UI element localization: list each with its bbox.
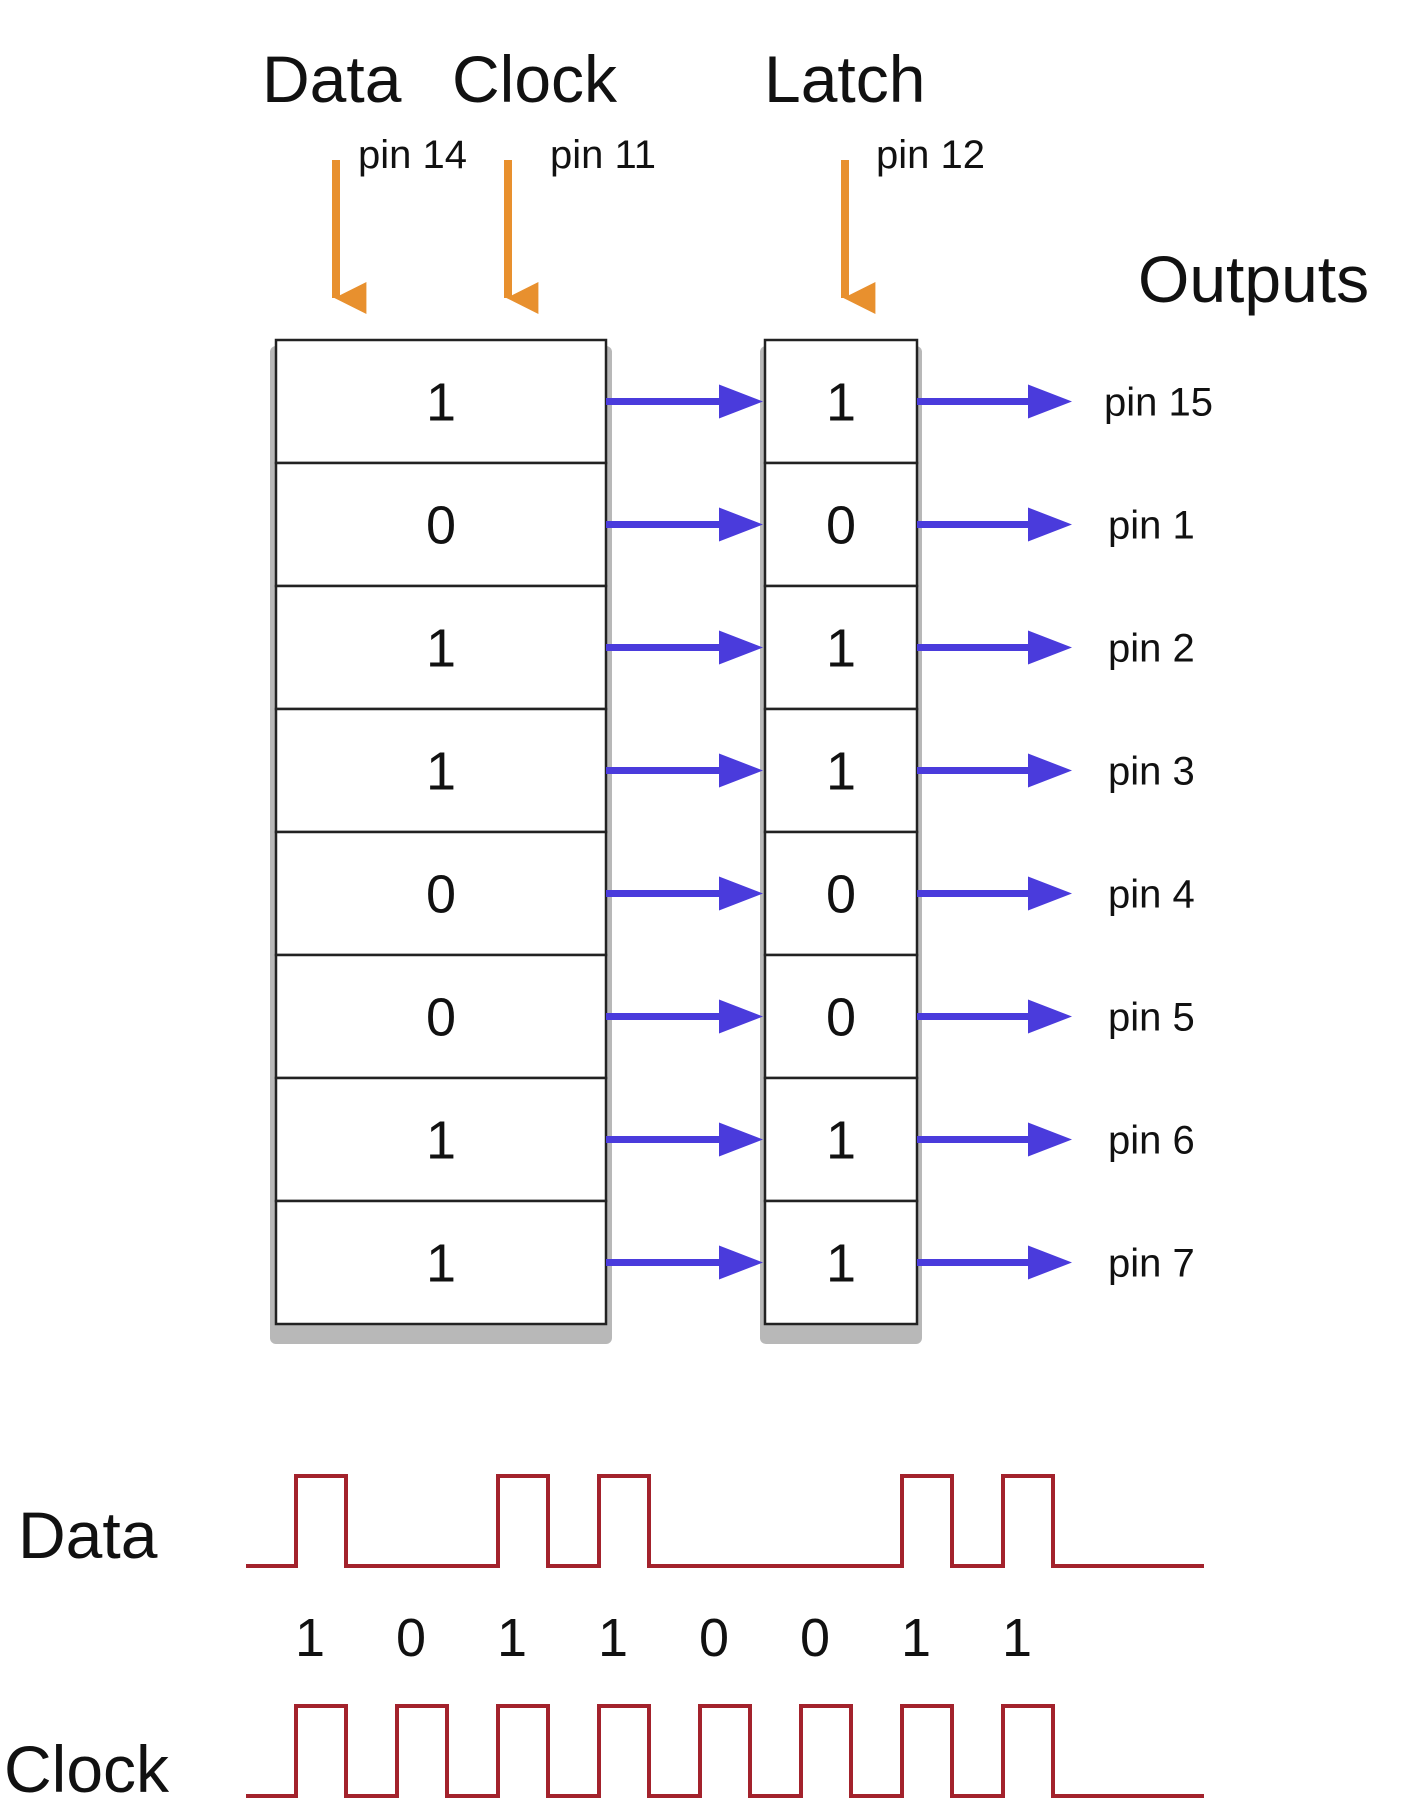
clock-title: Clock — [452, 42, 618, 116]
latch-register-cell — [763, 830, 919, 957]
latch-register-bit: 1 — [826, 1234, 856, 1294]
shift-register-bit: 1 — [426, 1111, 456, 1171]
shift-register-cell — [274, 830, 608, 957]
latch-register-bit: 1 — [826, 742, 856, 802]
output-pin-label: pin 15 — [1104, 381, 1213, 425]
timing-bit: 0 — [800, 1608, 830, 1668]
latch-pin-label: pin 12 — [876, 133, 985, 177]
shift-register-bit: 1 — [426, 619, 456, 679]
latch-register-bit: 1 — [826, 1111, 856, 1171]
timing-clock-label: Clock — [4, 1732, 170, 1806]
shift-register-cell — [274, 338, 608, 465]
output-pin-label: pin 7 — [1108, 1242, 1195, 1286]
timing-bit: 1 — [598, 1608, 628, 1668]
output-pin-label: pin 4 — [1108, 873, 1195, 917]
latch-register-cell — [763, 1076, 919, 1203]
clock-pin-label: pin 11 — [550, 133, 656, 177]
shift-register-bit: 1 — [426, 742, 456, 802]
output-arrow-head — [1028, 1245, 1072, 1280]
latch-register-bit: 0 — [826, 496, 856, 556]
timing-bit: 1 — [901, 1608, 931, 1668]
transfer-arrows — [606, 384, 763, 1280]
shift-register-cell — [274, 461, 608, 588]
shift-register-bit: 0 — [426, 496, 456, 556]
transfer-arrow-head — [719, 876, 763, 911]
data-waveform — [246, 1474, 1204, 1568]
output-arrows — [917, 384, 1072, 1280]
timing-bit: 1 — [1002, 1608, 1032, 1668]
outputs-title: Outputs — [1138, 242, 1369, 316]
latch-register-cell — [763, 1199, 919, 1326]
output-arrow-head — [1028, 753, 1072, 788]
timing-bit: 0 — [699, 1608, 729, 1668]
output-pin-label: pin 6 — [1108, 1119, 1195, 1163]
shift-register-bit: 0 — [426, 988, 456, 1048]
shift-register-cell — [274, 584, 608, 711]
timing-bit-labels: 1 0 1 1 0 0 1 1 — [295, 1608, 1032, 1668]
latch-title: Latch — [764, 42, 925, 116]
latch-register-cell — [763, 461, 919, 588]
shift-register-bit: 1 — [426, 1234, 456, 1294]
timing-data-label: Data — [18, 1498, 158, 1572]
output-arrow-head — [1028, 876, 1072, 911]
latch-register-cell — [763, 953, 919, 1080]
transfer-arrow-head — [719, 999, 763, 1034]
clock-waveform — [246, 1704, 1204, 1798]
timing-bit: 1 — [497, 1608, 527, 1668]
output-arrow-head — [1028, 384, 1072, 419]
input-arrows — [332, 160, 876, 314]
output-arrow-head — [1028, 1122, 1072, 1157]
latch-register-cell — [763, 584, 919, 711]
output-arrow-head — [1028, 507, 1072, 542]
output-pin-label: pin 3 — [1108, 750, 1195, 794]
output-pin-label: pin 5 — [1108, 996, 1195, 1040]
transfer-arrow-head — [719, 1245, 763, 1280]
output-pin-label: pin 1 — [1108, 504, 1195, 548]
transfer-arrow-head — [719, 507, 763, 542]
output-arrow-head — [1028, 999, 1072, 1034]
output-pin-label: pin 2 — [1108, 627, 1195, 671]
latch-register-bit: 1 — [826, 373, 856, 433]
shift-register-bit: 1 — [426, 373, 456, 433]
shift-register-cell — [274, 953, 608, 1080]
output-pin-labels: pin 15 pin 1 pin 2 pin 3 pin 4 pin 5 pin 6 pin … — [1104, 381, 1213, 1286]
timing-bit: 0 — [396, 1608, 426, 1668]
latch-register: 1 0 1 1 0 0 1 1 — [763, 338, 919, 1326]
data-pin-label: pin 14 — [358, 133, 467, 177]
transfer-arrow-head — [719, 630, 763, 665]
transfer-arrow-head — [719, 384, 763, 419]
latch-register-bit: 1 — [826, 619, 856, 679]
transfer-arrow-head — [719, 1122, 763, 1157]
latch-register-bit: 0 — [826, 865, 856, 925]
timing-bit: 1 — [295, 1608, 325, 1668]
transfer-arrow-head — [719, 753, 763, 788]
output-arrow-head — [1028, 630, 1072, 665]
data-title: Data — [262, 42, 402, 116]
shift-register-cell — [274, 1199, 608, 1326]
shift-register-bit: 0 — [426, 865, 456, 925]
shift-register: 1 0 1 1 0 0 1 1 — [274, 338, 608, 1326]
latch-register-bit: 0 — [826, 988, 856, 1048]
